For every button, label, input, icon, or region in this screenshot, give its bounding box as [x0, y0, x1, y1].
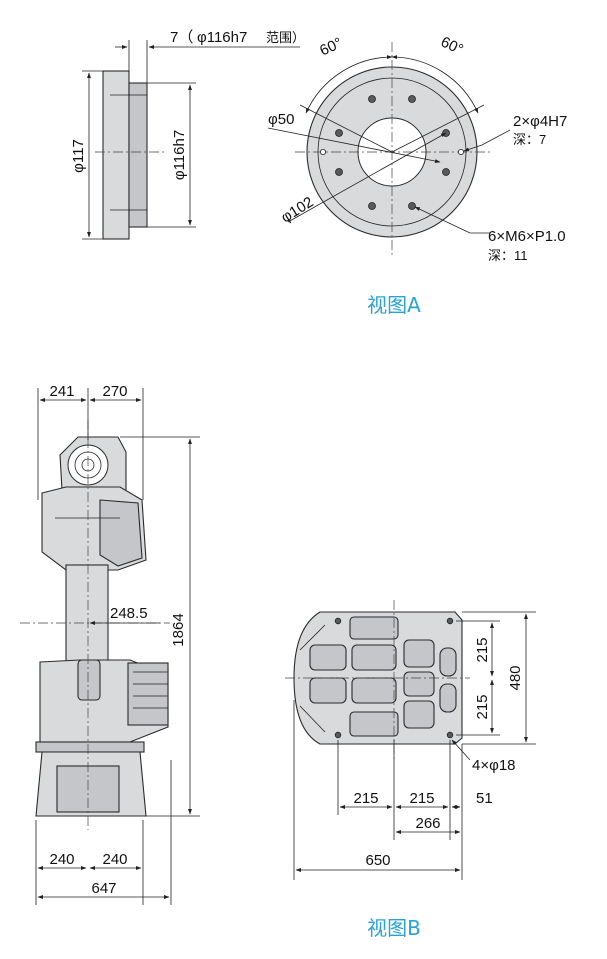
dim-248-5-label: 248.5: [110, 605, 148, 622]
angle-right-label: 60°: [438, 34, 466, 59]
view-a-caption: 视图A: [367, 293, 421, 317]
pin-holes: [319, 148, 464, 155]
flange-spigot: [128, 82, 148, 228]
dim-215-top-label: 215: [474, 637, 491, 662]
flange-fit-range-label: 范围）: [266, 30, 305, 45]
flange-fit-label: φ116h7: [197, 29, 247, 46]
robot-side-view: [20, 388, 200, 905]
view-a-side: [82, 40, 300, 240]
dim-270-label: 270: [102, 383, 127, 400]
dia-116h7-label: φ116h7: [171, 130, 188, 180]
mount-holes-label: 4×φ18: [472, 757, 516, 774]
dim-647-label: 647: [91, 880, 116, 897]
dim-266-label: 266: [415, 815, 440, 832]
view-a-face: [267, 42, 511, 255]
dim-215-b-label: 215: [409, 790, 434, 807]
dia-102-label: φ102: [278, 194, 316, 227]
dim-240-right-label: 240: [102, 851, 127, 868]
robot-lower-arm: [65, 564, 109, 666]
robot-base-plate: [35, 741, 145, 753]
dia-50-label: φ50: [268, 111, 294, 128]
dim-215-a-label: 215: [353, 790, 378, 807]
dim-480-label: 480: [507, 665, 524, 690]
dim-240-left-label: 240: [49, 851, 74, 868]
dia-117-label: φ117: [70, 139, 87, 173]
pin-depth-label: 深：7: [513, 132, 546, 147]
view-b-caption: 视图B: [367, 916, 421, 940]
angle-left-label: 60°: [317, 34, 345, 59]
dim-241-label: 241: [49, 383, 74, 400]
dim-650-label: 650: [365, 852, 390, 869]
dim-1864-label: 1864: [170, 613, 187, 646]
tapped-holes-label: 6×M6×P1.0: [488, 228, 566, 245]
pin-holes-label: 2×φ4H7: [513, 113, 567, 130]
dim-215-bottom-label: 215: [474, 694, 491, 719]
tapped-depth-label: 深：11: [488, 248, 528, 263]
view-b-base: [285, 600, 536, 880]
flange-depth-label: 7（: [170, 29, 193, 46]
flange-plate: [102, 70, 130, 240]
dim-51-label: 51: [476, 790, 493, 807]
